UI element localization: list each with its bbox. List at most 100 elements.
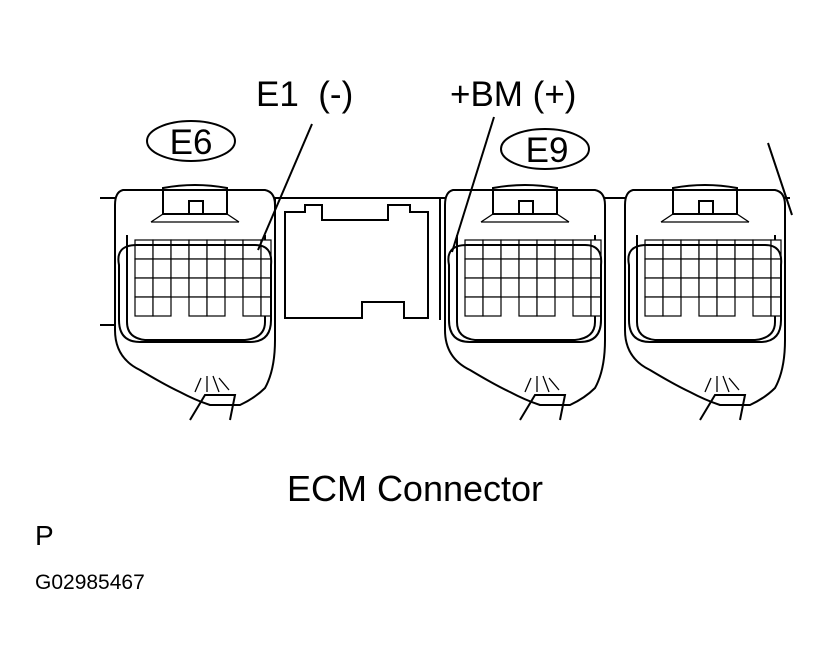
connector-pin — [536, 296, 556, 317]
connector-pin — [716, 277, 736, 298]
connector-pin — [152, 277, 172, 298]
corner-letter: P — [35, 520, 54, 551]
connector-pin — [590, 277, 602, 298]
connector-pin — [698, 239, 718, 260]
connector-pin — [644, 277, 664, 298]
connector-e9 — [444, 184, 606, 421]
pin-grid-right — [644, 239, 782, 317]
connector-pin — [464, 296, 484, 317]
connector-pin — [482, 296, 502, 317]
connector-pin — [260, 296, 272, 317]
connector-pin — [572, 258, 592, 279]
pin-grid-e6 — [134, 239, 272, 317]
connector-pin — [188, 239, 208, 260]
connector-pin — [224, 258, 244, 279]
connector-pin — [590, 296, 602, 317]
connector-pin — [770, 296, 782, 317]
connector-pin — [224, 239, 244, 260]
e1-terminal-label: E1 (-) — [256, 75, 353, 114]
connector-pin — [644, 296, 664, 317]
connector-pin — [188, 296, 208, 317]
connector-pin — [662, 239, 682, 260]
connector-pin — [482, 258, 502, 279]
connector-pin — [590, 258, 602, 279]
bm-terminal-label: +BM (+) — [450, 75, 576, 114]
connector-pin — [206, 258, 226, 279]
connector-pin — [734, 277, 754, 298]
connector-pin — [698, 296, 718, 317]
connector-pin — [662, 258, 682, 279]
connector-pin — [464, 277, 484, 298]
e1-leader-line — [257, 123, 313, 251]
connector-pin — [536, 277, 556, 298]
connector-pin — [134, 239, 154, 260]
e6-label: E6 — [170, 123, 213, 162]
connector-pin — [482, 239, 502, 260]
connector-pin — [752, 258, 772, 279]
connector-pin — [464, 258, 484, 279]
connector-pin — [170, 277, 190, 298]
connector-pin — [188, 277, 208, 298]
connector-pin — [716, 258, 736, 279]
connector-pin — [734, 239, 754, 260]
connector-pin — [734, 258, 754, 279]
connector-pin — [770, 239, 782, 260]
connector-pin — [206, 239, 226, 260]
connector-pin — [572, 239, 592, 260]
connector-pin — [698, 277, 718, 298]
e6-oval — [146, 120, 236, 162]
connector-pin — [680, 239, 700, 260]
connector-pin — [518, 239, 538, 260]
connector-pin — [224, 277, 244, 298]
connector-pin — [518, 258, 538, 279]
connector-pin — [152, 296, 172, 317]
connector-pin — [464, 239, 484, 260]
connector-pin — [242, 296, 262, 317]
connector-pin — [482, 277, 502, 298]
connector-pin — [644, 239, 664, 260]
connector-pin — [716, 296, 736, 317]
connector-pin — [752, 239, 772, 260]
connector-pin — [134, 296, 154, 317]
right-leader-line — [767, 142, 793, 216]
connector-pin — [500, 277, 520, 298]
pin-grid-e9 — [464, 239, 602, 317]
connector-pin — [554, 277, 574, 298]
connector-pin — [698, 258, 718, 279]
connector-pin — [134, 258, 154, 279]
connector-pin — [662, 277, 682, 298]
diagram-caption: ECM Connector — [287, 468, 543, 509]
e9-label: E9 — [526, 131, 569, 170]
connector-pin — [500, 239, 520, 260]
connector-pin — [206, 296, 226, 317]
connector-pin — [680, 277, 700, 298]
connector-pin — [572, 277, 592, 298]
connector-pin — [170, 258, 190, 279]
connector-pin — [752, 296, 772, 317]
connector-pin — [500, 258, 520, 279]
connector-pin — [554, 239, 574, 260]
connector-pin — [644, 258, 664, 279]
connector-pin — [770, 258, 782, 279]
connector-pin — [752, 277, 772, 298]
connector-right — [624, 184, 786, 421]
connector-pin — [518, 277, 538, 298]
connector-pin — [242, 277, 262, 298]
connector-pin — [554, 258, 574, 279]
connector-pin — [188, 258, 208, 279]
connector-pin — [260, 277, 272, 298]
connector-pin — [134, 277, 154, 298]
connector-pin — [680, 258, 700, 279]
bm-leader-line — [451, 116, 495, 253]
connector-pin — [170, 239, 190, 260]
connector-pin — [536, 239, 556, 260]
connector-pin — [590, 239, 602, 260]
connector-pin — [662, 296, 682, 317]
connector-pin — [770, 277, 782, 298]
connector-pin — [152, 258, 172, 279]
connector-pin — [152, 239, 172, 260]
connector-pin — [536, 258, 556, 279]
figure-code: G02985467 — [35, 571, 145, 594]
connector-pin — [518, 296, 538, 317]
